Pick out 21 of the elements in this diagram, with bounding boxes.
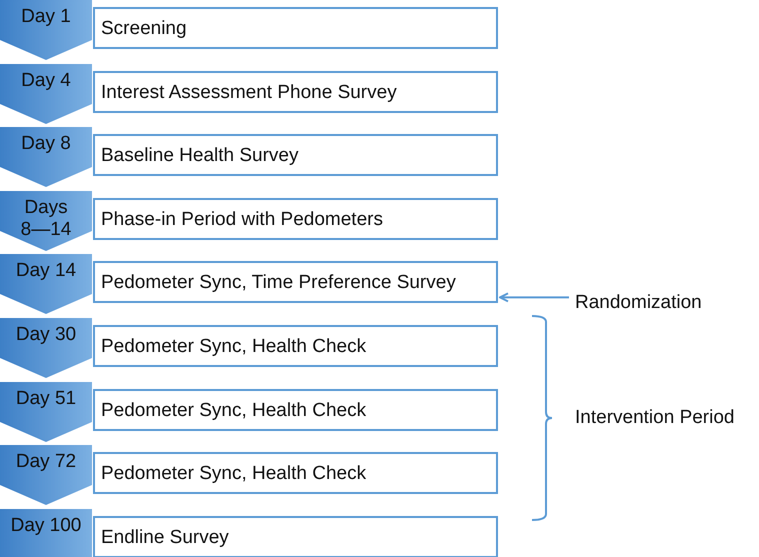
day-tab: Days 8—14 xyxy=(0,190,92,251)
day-tab: Day 51 xyxy=(0,382,92,442)
arrow xyxy=(499,292,569,302)
step-box: Endline Survey xyxy=(93,516,498,557)
step-box: Phase-in Period with Pedometers xyxy=(93,198,498,240)
day-tab: Day 8 xyxy=(0,127,92,188)
step-box: Baseline Health Survey xyxy=(93,134,498,176)
period-label: Intervention Period xyxy=(575,407,734,429)
day-tab: Day 30 xyxy=(0,318,92,378)
step-box: Pedometer Sync, Health Check xyxy=(93,452,498,494)
step-box: Interest Assessment Phone Survey xyxy=(93,70,498,113)
day-tab: Day 1 xyxy=(0,0,92,60)
day-tab: Day 72 xyxy=(0,445,92,506)
step-box: Screening xyxy=(93,7,498,49)
day-tab: Day 100 xyxy=(0,508,92,557)
day-tab: Day 14 xyxy=(0,254,92,314)
step-box: Pedometer Sync, Time Preference Survey xyxy=(93,261,498,304)
step-box: Pedometer Sync, Health Check xyxy=(93,325,498,367)
step-box: Pedometer Sync, Health Check xyxy=(93,388,498,431)
day-tab: Day 4 xyxy=(0,64,92,124)
annotation-text: Randomization xyxy=(575,292,702,314)
